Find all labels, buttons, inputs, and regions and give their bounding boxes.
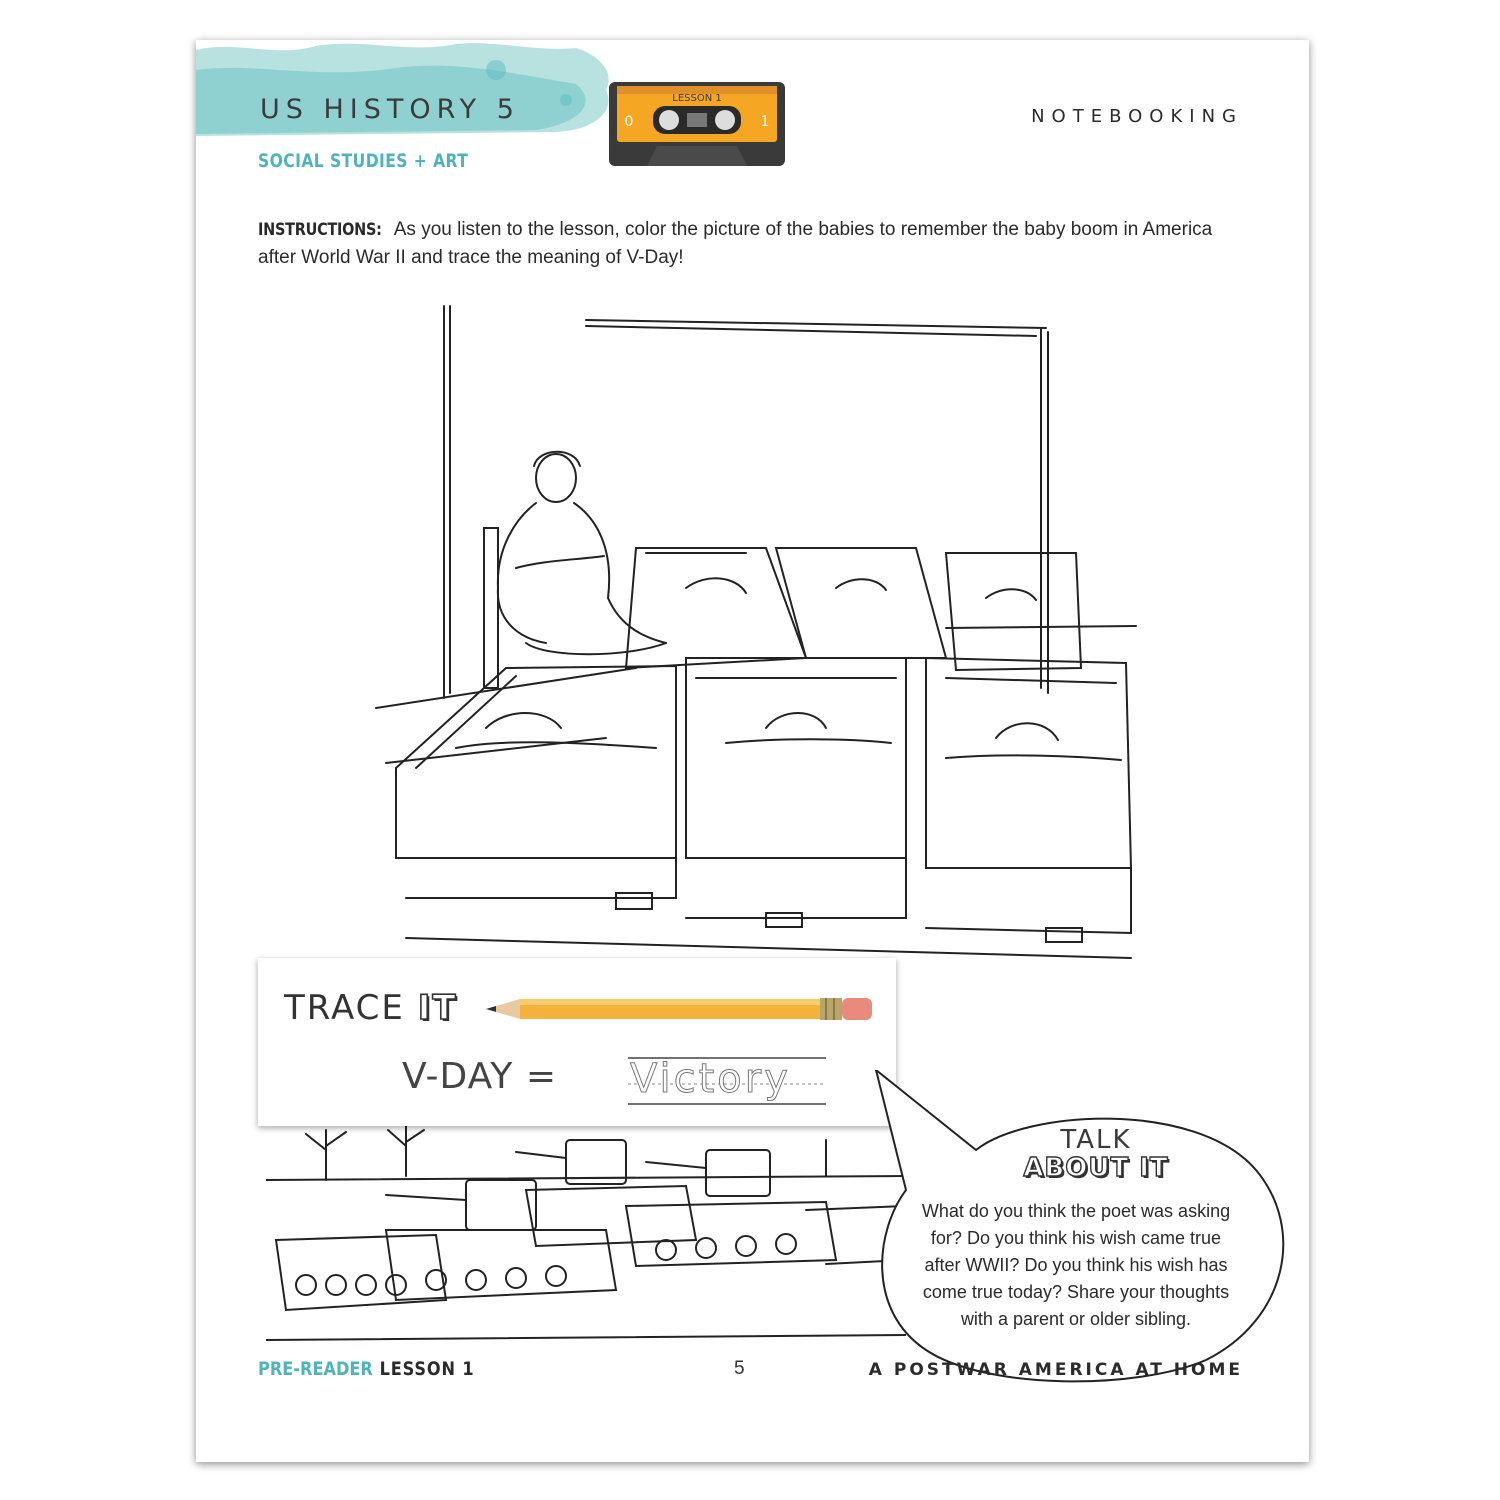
pencil-icon [486,998,872,1020]
course-title: US HISTORY 5 [260,94,520,125]
instructions-text: As you listen to the lesson, color the p… [258,219,1213,268]
footer-lesson: LESSON 1 [379,1358,475,1380]
cassette-tape-icon: LESSON 1 0 1 [609,82,785,166]
unit-title: A POSTWAR AMERICA AT HOME [868,1360,1243,1380]
tracing-guide-lines [628,1057,826,1105]
cassette-label: LESSON 1 [672,93,721,104]
page-number: 5 [734,1358,745,1379]
cassette-number-left: 0 [625,114,634,130]
trace-word: Victory [630,1056,791,1103]
instructions-lead: INSTRUCTIONS: [258,220,382,240]
talk-title-line1: TALK [1060,1125,1132,1155]
tanks-illustration [266,1125,906,1341]
talk-title-line2: ABOUT IT [1023,1153,1169,1183]
footer-grade: PRE-READER [258,1358,373,1380]
talk-about-it-title: TALK ABOUT IT [976,1125,1216,1183]
trace-title-plain: TRACE [284,988,418,1028]
cassette-number-right: 1 [761,114,770,130]
section-label: NOTEBOOKING [1031,106,1243,127]
worksheet-page: US HISTORY 5 SOCIAL STUDIES + ART LESSON… [196,40,1309,1462]
trace-it-card: TRACE IT V-DAY = Victory [258,958,896,1126]
trace-title-outlined: IT [417,987,458,1029]
watercolor-header-wash [196,43,609,137]
footer-lesson-label: PRE-READER LESSON 1 [258,1358,474,1380]
talk-speech-bubble [874,1070,1285,1383]
trace-it-title: TRACE IT [284,987,458,1029]
nursery-illustration [375,305,1137,959]
talk-about-it-text: What do you think the poet was asking fo… [921,1201,1231,1329]
v-day-equation: V-DAY = [402,1056,558,1097]
instructions: INSTRUCTIONS: As you listen to the lesso… [258,216,1228,272]
subject-label: SOCIAL STUDIES + ART [258,150,469,172]
